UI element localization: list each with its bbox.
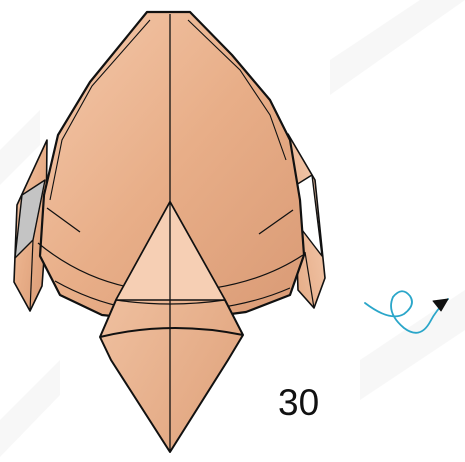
step-number: 30 bbox=[278, 384, 319, 421]
